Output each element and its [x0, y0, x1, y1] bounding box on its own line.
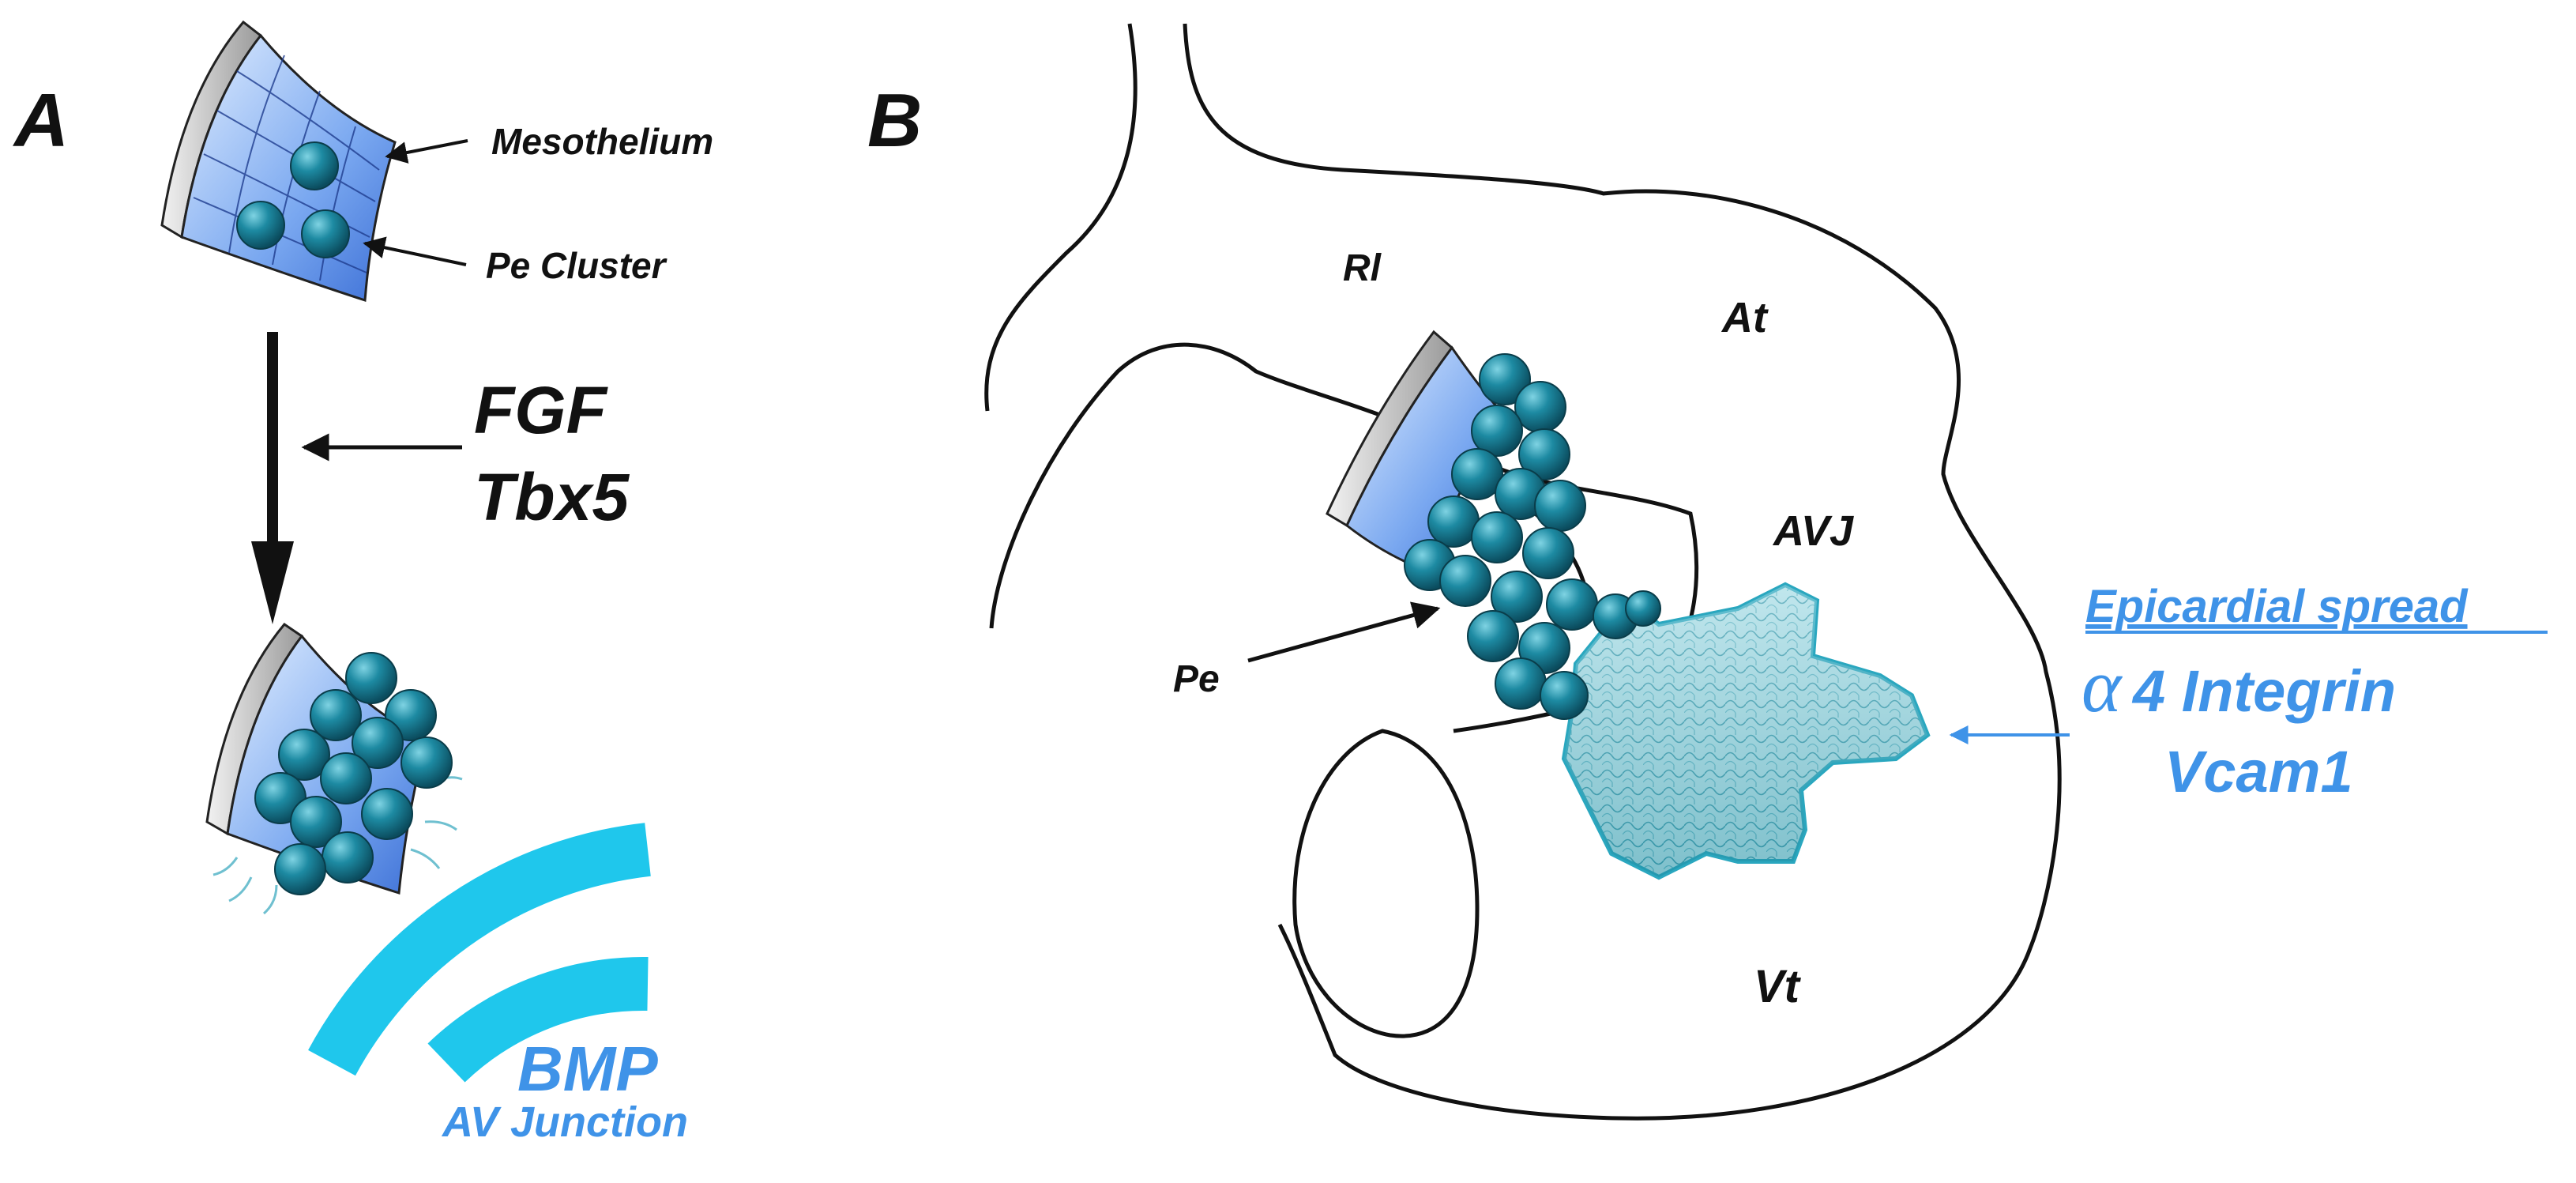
pe-cluster-arrow — [363, 236, 467, 266]
panel-a-letter: A — [13, 78, 69, 163]
mesothelium-sheet-top — [160, 20, 397, 303]
at-label: At — [1720, 294, 1769, 341]
alpha-symbol: α — [2081, 643, 2123, 728]
vt-label: Vt — [1754, 961, 1802, 1012]
mesothelium-label: Mesothelium — [491, 121, 713, 162]
progression-arrow — [251, 332, 294, 624]
panel-b-letter: B — [867, 78, 922, 163]
bmp-label: BMP — [517, 1034, 658, 1104]
pe-cluster-top — [236, 141, 350, 258]
pe-cluster-bottom — [254, 652, 453, 895]
pe-cluster-b — [1404, 353, 1661, 720]
ventricle-opening — [1292, 729, 1480, 1038]
pe-arrow — [1247, 601, 1441, 663]
rl-label: Rl — [1343, 247, 1382, 289]
avj-label: AVJ — [1772, 507, 1854, 555]
av-junction-label: AV Junction — [441, 1098, 688, 1146]
mesothelium-arrow — [385, 139, 468, 164]
pe-cluster-label: Pe Cluster — [486, 245, 668, 286]
tbx5-label: Tbx5 — [474, 460, 630, 534]
epicardial-spread-title: Epicardial spread — [2085, 581, 2469, 632]
epicardial-spread-patch — [1561, 582, 1931, 880]
bmp-signal-arcs — [308, 823, 651, 1083]
vcam1-label: Vcam1 — [2164, 739, 2353, 804]
vessel-outline — [984, 23, 1138, 412]
heart-outline — [1183, 23, 2062, 1121]
fgf-label: FGF — [474, 373, 609, 447]
pe-label: Pe — [1173, 658, 1220, 700]
panel-a: A Mesothelium Pe Cluster — [13, 20, 713, 1146]
panel-b: B — [867, 23, 2548, 1121]
integrin-label: 4 Integrin — [2131, 658, 2396, 724]
